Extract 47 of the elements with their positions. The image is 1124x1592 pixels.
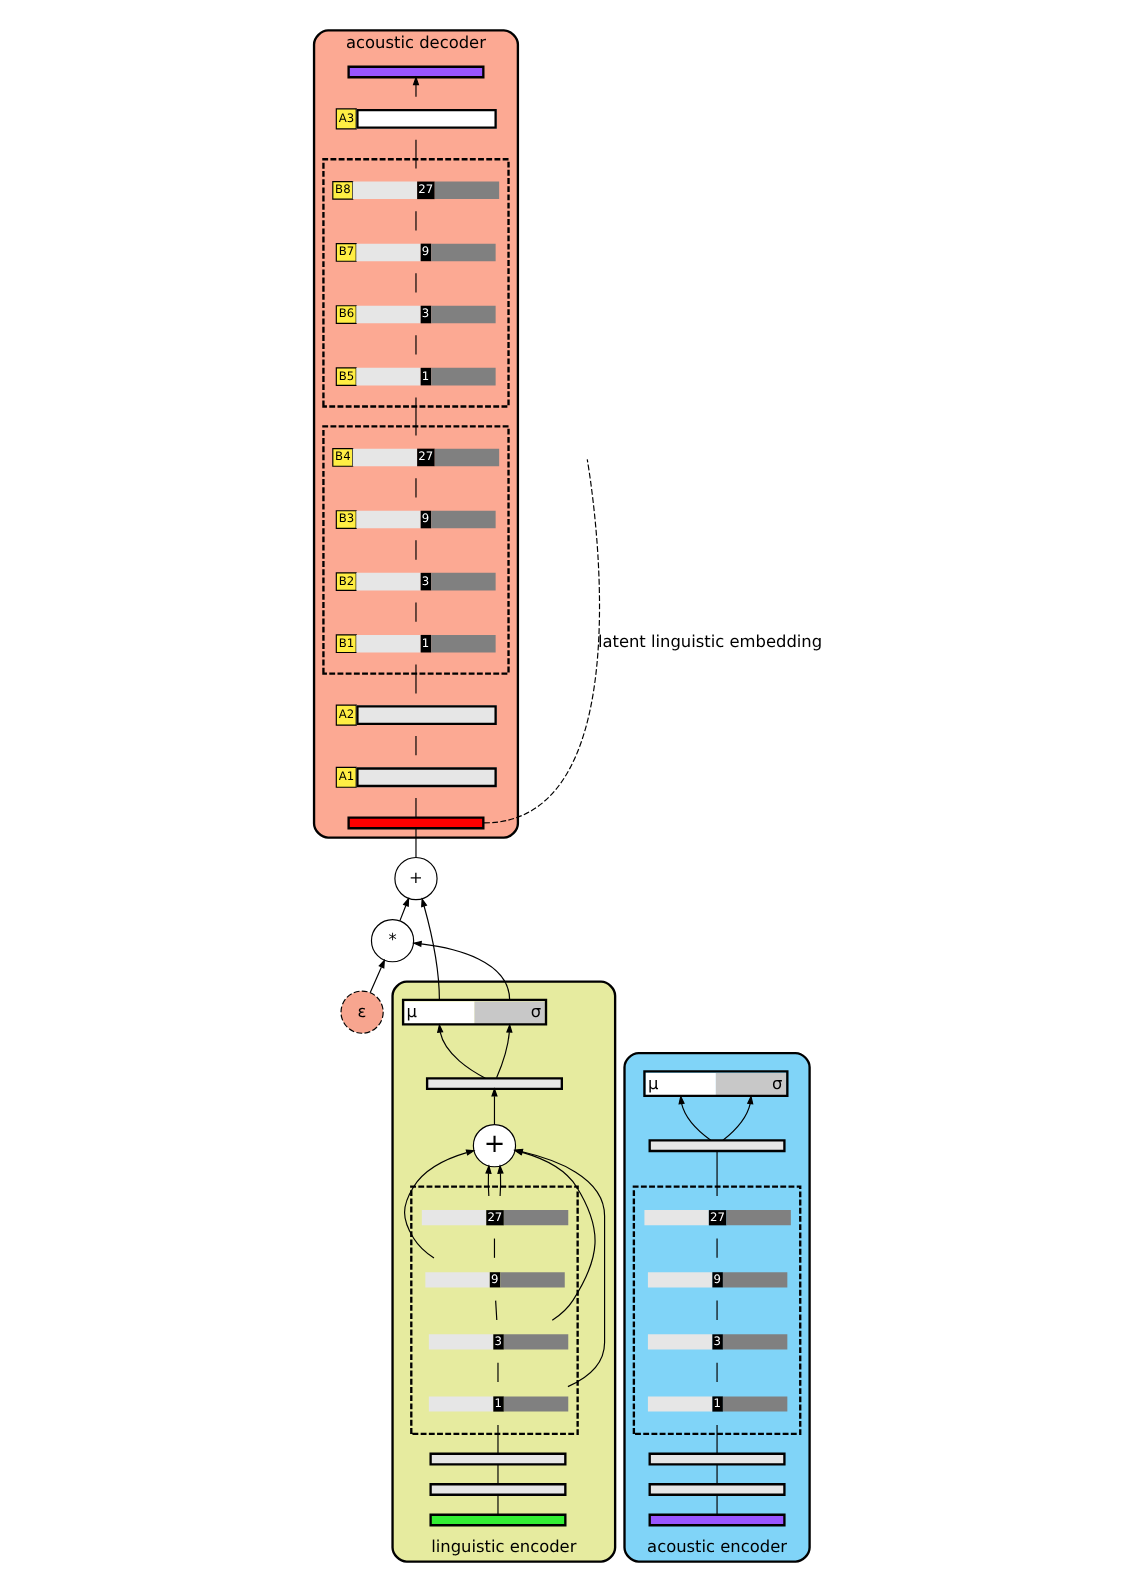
connector: [496, 1424, 498, 1455]
connector: [494, 1300, 497, 1321]
arrow: [495, 1023, 512, 1079]
node-circle: +: [471, 1124, 516, 1168]
connector: [414, 397, 416, 437]
arrow: [490, 1087, 497, 1125]
arrow: [677, 1094, 711, 1141]
arrow: [484, 1164, 491, 1197]
node-bar: [346, 816, 484, 830]
connector: [715, 1150, 717, 1197]
node-bar: [346, 65, 484, 79]
node-bar: [428, 1483, 566, 1496]
edge-label: latent linguistic embedding: [596, 631, 822, 652]
cluster: [321, 158, 509, 408]
connector: [482, 458, 600, 824]
arrow: [420, 897, 439, 1001]
node-bar: [647, 1139, 785, 1153]
arrow: [435, 1023, 485, 1079]
connector: [414, 139, 416, 170]
node-bar: [428, 1513, 566, 1527]
node-bar: [647, 1452, 785, 1466]
connector: [414, 663, 416, 694]
connector: [496, 1463, 498, 1485]
node-circle: +: [393, 856, 437, 901]
node-bar: [428, 1452, 566, 1466]
cluster: [321, 425, 509, 675]
arrow: [411, 75, 419, 98]
node-bar: [424, 1077, 562, 1091]
connector: [414, 827, 416, 858]
connector: [715, 1463, 717, 1485]
connector: [492, 1237, 495, 1259]
arrow: [721, 1094, 753, 1141]
connector: [496, 1494, 498, 1515]
node-circle: ε: [339, 990, 383, 1034]
connector: [715, 1424, 717, 1455]
arrow: [402, 1149, 475, 1259]
connector: [715, 1494, 717, 1515]
connector: [414, 797, 416, 818]
node-bar: [647, 1513, 785, 1527]
cluster: [631, 1185, 801, 1436]
node-circle: *: [369, 919, 414, 963]
arrow: [411, 940, 510, 1001]
arrow: [398, 897, 409, 922]
node-bar: [647, 1483, 785, 1496]
arrow: [496, 1164, 503, 1197]
arrow: [368, 958, 385, 994]
cluster: [409, 1185, 578, 1436]
